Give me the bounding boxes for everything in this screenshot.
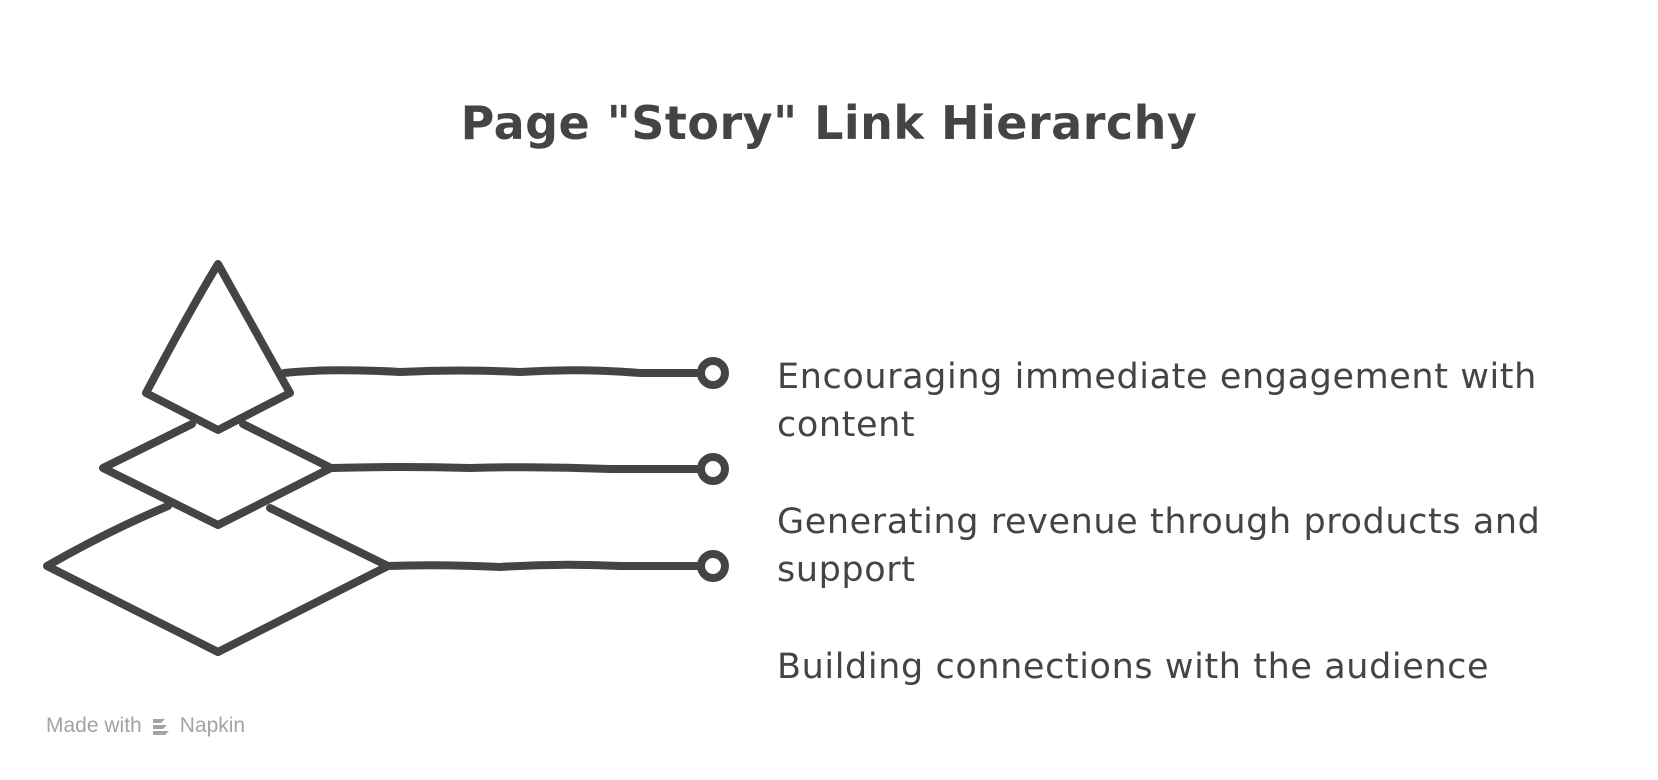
made-with-text: Made with: [46, 714, 142, 737]
connector-endpoint-3: [697, 550, 729, 582]
napkin-brand-text: Napkin: [179, 714, 246, 737]
pyramid-tier-top: [142, 260, 294, 434]
diagram-title: Page "Story" Link Hierarchy: [460, 96, 1198, 150]
pyramid-tier-bottom: [43, 502, 392, 656]
connector-line-3: [384, 560, 705, 571]
hierarchy-item-3: Building connections with the audience: [777, 647, 1490, 687]
made-with-napkin-footer: Made with Napkin: [46, 714, 245, 738]
napkin-logo-icon: [152, 719, 169, 735]
connector-line-1: [280, 366, 705, 377]
connector-endpoint-2: [697, 453, 729, 485]
hierarchy-item-1: Encouraging immediate engagement with co…: [777, 357, 1537, 445]
hierarchy-item-2: Generating revenue through products and …: [777, 502, 1541, 590]
connector-line-2: [327, 463, 705, 473]
pyramid-tier-middle: [99, 420, 335, 529]
connector-endpoint-1: [697, 357, 729, 389]
